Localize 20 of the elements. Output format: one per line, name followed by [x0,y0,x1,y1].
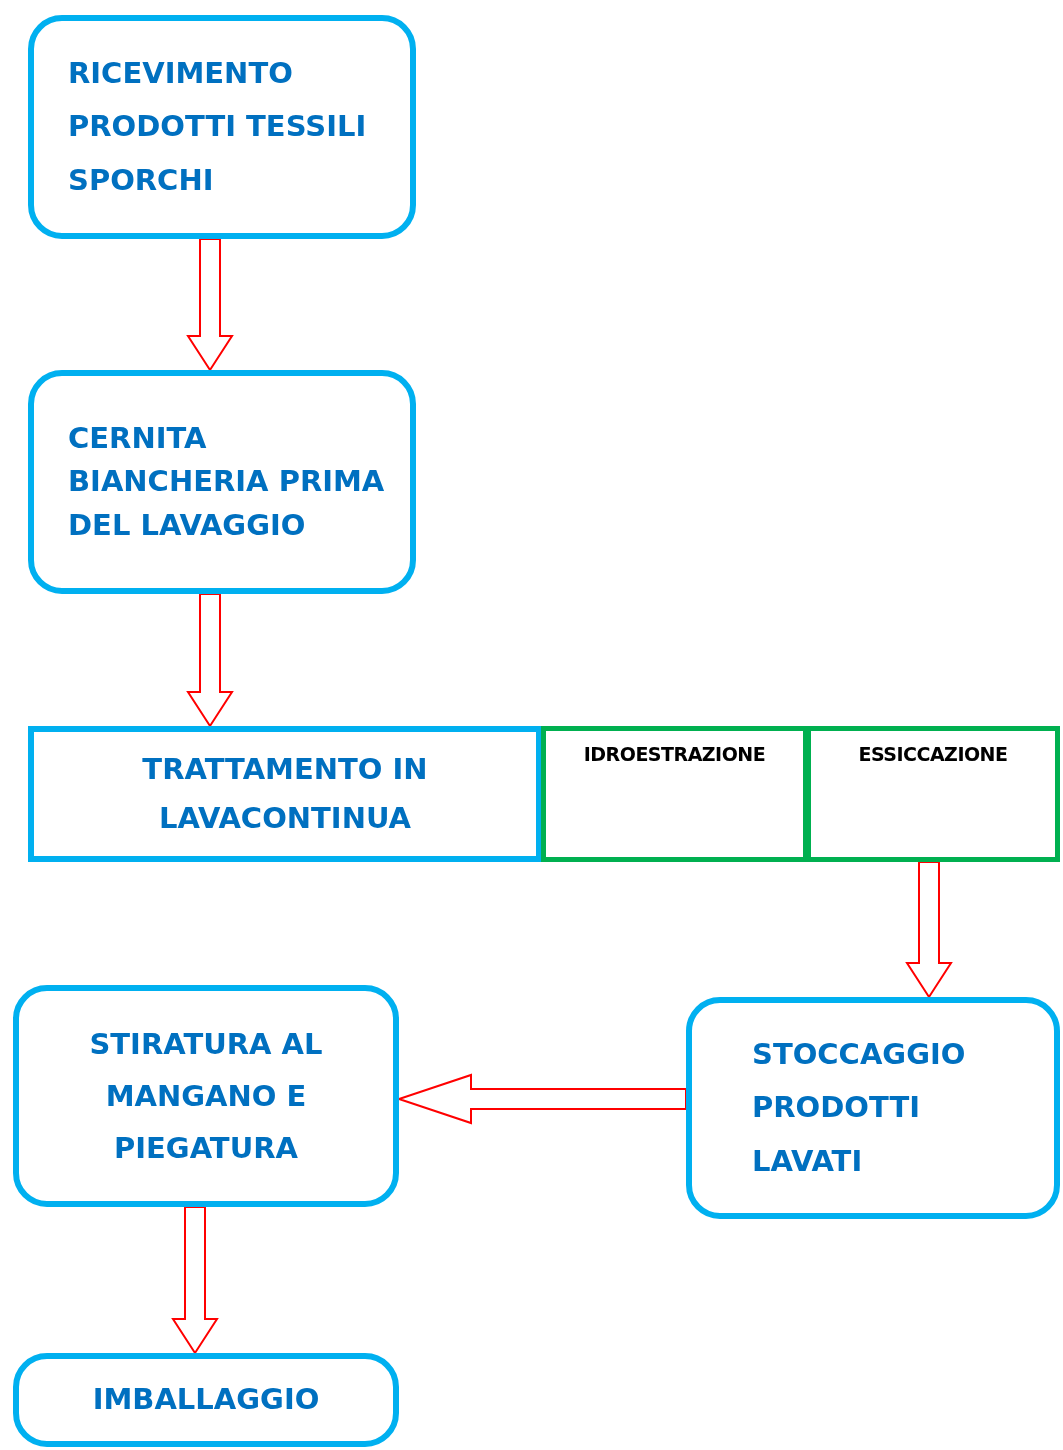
process-box [28,726,542,862]
step-label: STIRATURA AL MANGANO E PIEGATURA [88,1025,324,1168]
stage-box [541,726,808,862]
step-label: IDROESTRAZIONE [583,743,766,766]
process-box [686,997,1060,1219]
block-arrow [905,861,953,999]
step-label: TRATTAMENTO IN LAVACONTINUA [141,750,429,837]
block-arrow [186,238,234,372]
process-box [13,1353,399,1447]
step-label: RICEVIMENTO PRODOTTI TESSILI SPORCHI [68,54,368,199]
stage-box [806,726,1060,862]
process-box [13,985,399,1207]
process-box [28,370,416,594]
block-arrow [186,593,234,728]
block-arrow [171,1206,219,1355]
step-label: ESSICCAZIONE [858,743,1008,766]
process-box [28,15,416,239]
step-label: IMBALLAGGIO [92,1381,320,1419]
step-label: STOCCAGGIO PRODOTTI LAVATI [752,1035,967,1180]
step-label: CERNITA BIANCHERIA PRIMA DEL LAVAGGIO [68,419,386,544]
